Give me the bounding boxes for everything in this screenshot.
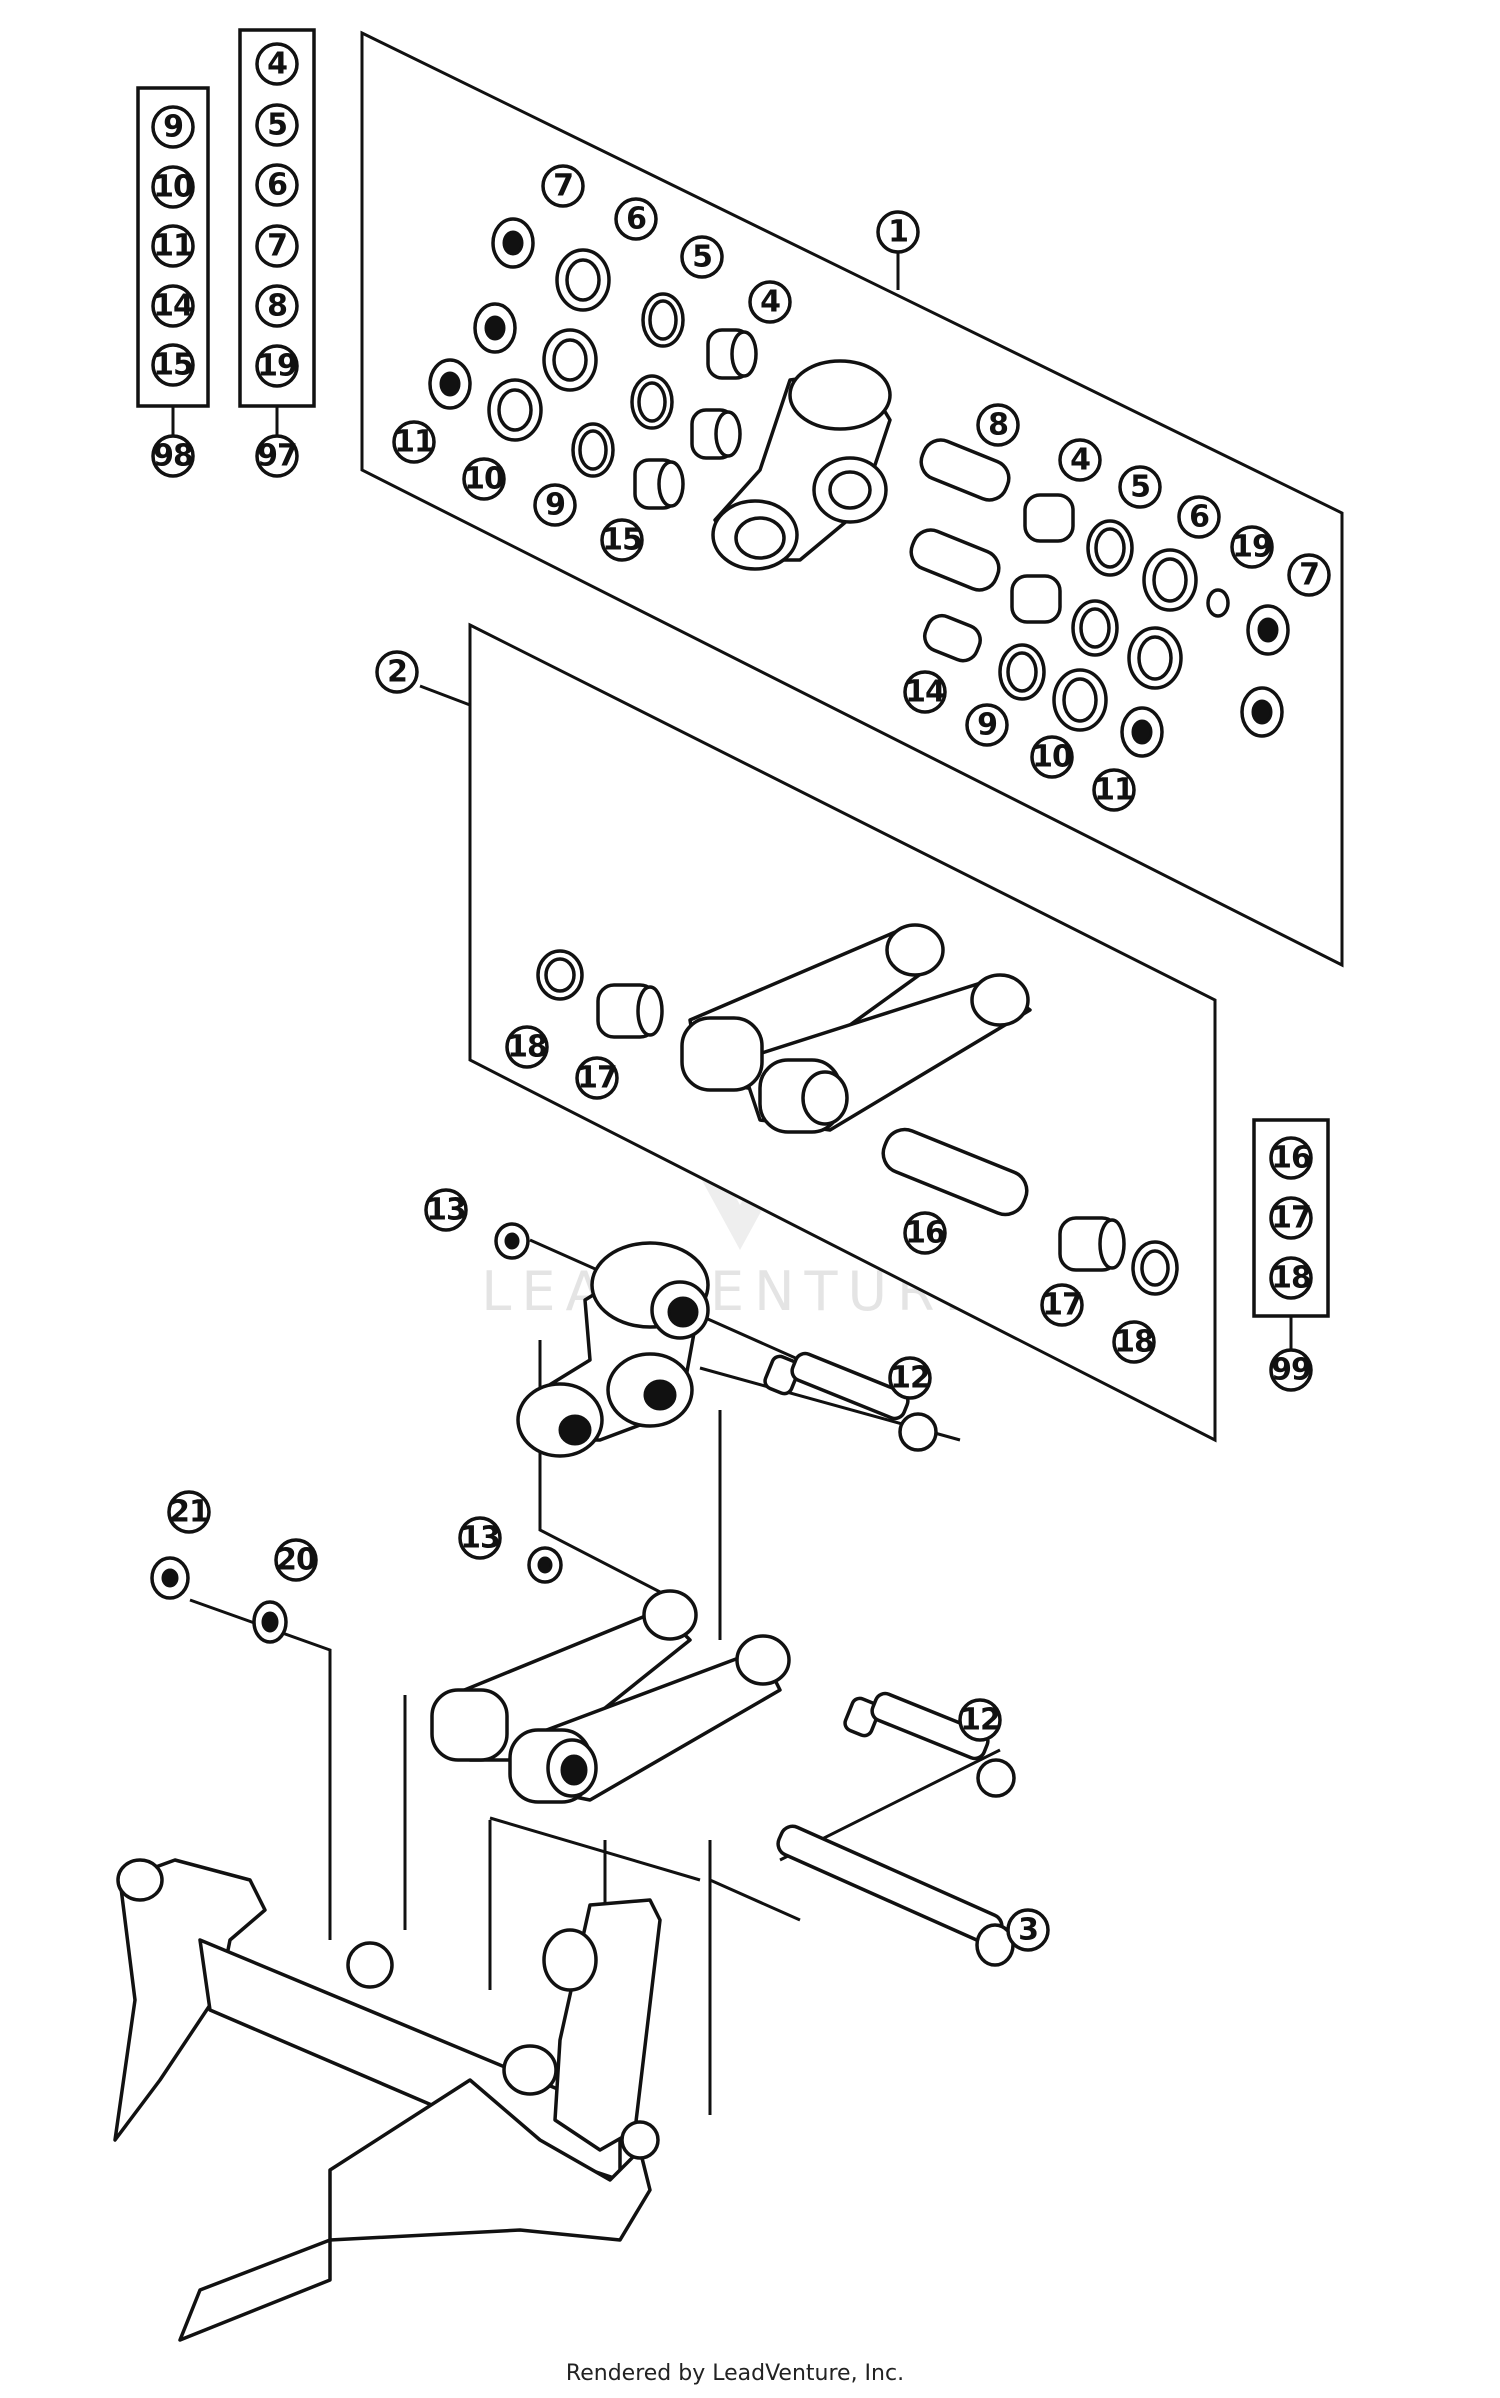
panel1-left-parts <box>428 217 758 510</box>
svg-text:7: 7 <box>553 169 573 204</box>
svg-text:12: 12 <box>960 1703 1000 1738</box>
kit-97: 4 5 6 7 8 19 97 <box>238 28 316 478</box>
svg-text:8: 8 <box>988 408 1008 443</box>
callout-p1-11: 11 <box>392 420 436 464</box>
callout-p2-16: 16 <box>903 1211 947 1255</box>
svg-text:9: 9 <box>163 110 183 145</box>
svg-text:17: 17 <box>577 1061 617 1096</box>
svg-text:19: 19 <box>1232 530 1272 565</box>
svg-text:18: 18 <box>1271 1261 1311 1296</box>
svg-text:17: 17 <box>1042 1288 1082 1323</box>
svg-text:11: 11 <box>394 425 434 460</box>
callout-12-lower: 12 <box>958 1698 1002 1742</box>
callout-p1-9b: 9 <box>965 703 1009 747</box>
callout-p1-5b: 5 <box>1118 465 1162 509</box>
callout-p1-11b: 11 <box>1092 768 1136 812</box>
svg-text:5: 5 <box>267 108 287 143</box>
svg-text:6: 6 <box>267 168 287 203</box>
panel1-right-parts <box>909 438 1290 758</box>
callout-p1-10: 10 <box>462 457 506 501</box>
callout-p1-6: 6 <box>614 197 658 241</box>
callout-99: 99 <box>1269 1348 1313 1392</box>
callout-12-upper: 12 <box>888 1356 932 1400</box>
callout-p1-4b: 4 <box>1058 438 1102 482</box>
svg-text:6: 6 <box>626 202 646 237</box>
linkage-lever-1 <box>711 359 892 571</box>
svg-text:11: 11 <box>1094 773 1134 808</box>
callout-p1-7: 7 <box>541 164 585 208</box>
svg-text:12: 12 <box>890 1361 930 1396</box>
callout-p2-17: 17 <box>575 1056 619 1100</box>
svg-text:3: 3 <box>1018 1913 1038 1948</box>
callout-p1-5: 5 <box>680 235 724 279</box>
frame-section <box>113 1858 662 2342</box>
svg-text:5: 5 <box>1130 470 1150 505</box>
svg-text:6: 6 <box>1189 500 1209 535</box>
footer-credit: Rendered by LeadVenture, Inc. <box>566 2361 904 2386</box>
callout-13-lower: 13 <box>458 1516 502 1560</box>
pivot-bolt-3 <box>776 1824 1015 1967</box>
callout-21: 21 <box>167 1490 211 1534</box>
callout-p1-10b: 10 <box>1030 735 1074 779</box>
svg-text:11: 11 <box>153 229 193 264</box>
svg-text:5: 5 <box>692 240 712 275</box>
callout-p1-4: 4 <box>748 280 792 324</box>
kit-98: 9 10 11 14 15 98 <box>136 86 210 478</box>
callout-p1-6b: 6 <box>1177 495 1221 539</box>
svg-text:98: 98 <box>153 439 193 474</box>
svg-text:16: 16 <box>905 1216 945 1251</box>
callout-p2-18b: 18 <box>1112 1320 1156 1364</box>
callout-98: 98 <box>151 434 195 478</box>
svg-text:20: 20 <box>276 1543 316 1578</box>
svg-text:4: 4 <box>1070 443 1090 478</box>
svg-text:15: 15 <box>153 348 193 383</box>
callout-p1-7b: 7 <box>1287 553 1331 597</box>
callout-1: 1 <box>876 210 920 254</box>
relay-lever-upper <box>494 1222 938 1458</box>
callout-97: 97 <box>255 434 299 478</box>
nut-and-washer <box>150 1556 288 1644</box>
svg-text:10: 10 <box>1032 740 1072 775</box>
kit-99: 16 17 18 99 <box>1252 1118 1330 1392</box>
callout-p1-8: 8 <box>976 403 1020 447</box>
svg-text:97: 97 <box>257 439 297 474</box>
svg-text:13: 13 <box>426 1193 466 1228</box>
svg-text:14: 14 <box>905 675 945 710</box>
svg-text:14: 14 <box>153 289 193 324</box>
svg-text:16: 16 <box>1271 1141 1311 1176</box>
callout-3: 3 <box>1006 1908 1050 1952</box>
svg-text:4: 4 <box>760 285 780 320</box>
svg-text:10: 10 <box>464 462 504 497</box>
svg-text:10: 10 <box>153 170 193 205</box>
svg-text:7: 7 <box>1299 558 1319 593</box>
svg-text:21: 21 <box>169 1495 209 1530</box>
svg-text:1: 1 <box>888 215 908 250</box>
svg-text:9: 9 <box>545 488 565 523</box>
svg-text:99: 99 <box>1271 1353 1311 1388</box>
callout-20: 20 <box>274 1538 318 1582</box>
svg-text:2: 2 <box>387 655 407 690</box>
svg-text:8: 8 <box>267 289 287 324</box>
callout-13-upper: 13 <box>424 1188 468 1232</box>
svg-text:18: 18 <box>1114 1325 1154 1360</box>
callout-p1-19: 19 <box>1230 525 1274 569</box>
svg-text:17: 17 <box>1271 1201 1311 1236</box>
panel2-parts <box>536 923 1179 1296</box>
svg-text:18: 18 <box>507 1030 547 1065</box>
callout-p2-18: 18 <box>505 1025 549 1069</box>
callout-2: 2 <box>375 650 419 694</box>
svg-text:7: 7 <box>267 229 287 264</box>
svg-text:9: 9 <box>977 708 997 743</box>
callout-p1-9: 9 <box>533 483 577 527</box>
callout-p1-15: 15 <box>600 518 644 562</box>
callout-p1-14: 14 <box>903 670 947 714</box>
callout-p2-17b: 17 <box>1040 1283 1084 1327</box>
svg-text:13: 13 <box>460 1521 500 1556</box>
svg-text:15: 15 <box>602 523 642 558</box>
svg-text:4: 4 <box>267 47 287 82</box>
push-rod-lower <box>430 1546 1016 1804</box>
svg-text:19: 19 <box>257 349 297 384</box>
